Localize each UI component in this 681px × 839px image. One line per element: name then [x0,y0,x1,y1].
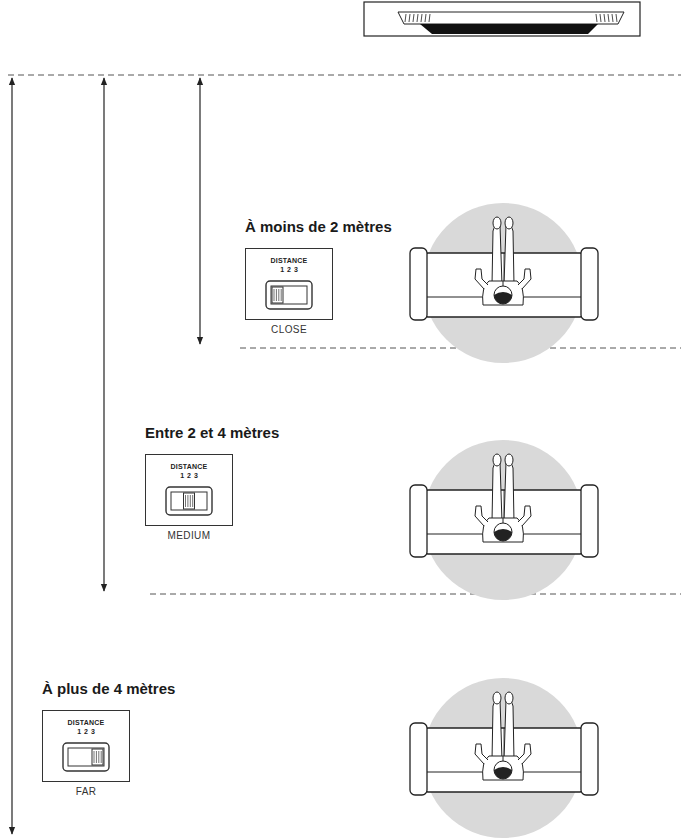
distance-heading: À moins de 2 mètres [245,218,392,235]
switch-track [271,286,307,304]
thumb-grip [274,289,275,301]
reference-line [8,75,681,76]
setting-name: CLOSE [245,324,333,335]
switch-box: DISTANCE 1 2 3 [42,710,130,782]
thumb-grip [98,751,99,763]
thumb-grip [281,289,282,301]
thumb-grip [278,289,279,301]
tv-frame [364,2,640,36]
listener-seat [410,678,598,838]
switch-title: DISTANCE [246,257,332,264]
reference-line [150,594,681,595]
switch-positions: 1 2 3 [43,728,129,735]
distance-arrow [199,78,200,344]
thumb-grip [190,495,191,507]
thumb-grip [187,495,188,507]
switch-housing [63,743,109,771]
listener-seat [410,440,598,600]
slide-switch [165,486,213,516]
switch-title: DISTANCE [43,719,129,726]
setting-name: FAR [42,786,130,797]
thumb-grip [101,751,102,763]
switch-thumb [184,493,195,509]
distance-arrow [11,78,12,834]
distance-heading: À plus de 4 mètres [42,680,175,697]
switch-positions: 1 2 3 [246,266,332,273]
thumb-grip [276,289,277,301]
switch-housing [266,281,312,309]
switch-title: DISTANCE [146,463,232,470]
thumb-grip [185,495,186,507]
slide-switch [62,742,110,772]
distance-arrow [103,78,104,591]
switch-box: DISTANCE 1 2 3 [145,454,233,526]
soundbar-top [398,12,624,24]
thumb-grip [94,751,95,763]
switch-thumb [92,749,103,765]
listener-seat [410,203,598,363]
thumb-grip [96,751,97,763]
distance-heading: Entre 2 et 4 mètres [145,424,279,441]
switch-track [171,492,207,510]
switch-positions: 1 2 3 [146,472,232,479]
distance-setting: À plus de 4 mètresFAR DISTANCE 1 2 3 [42,680,282,810]
switch-thumb [272,287,283,303]
soundbar-front [420,24,598,34]
thumb-grip [192,495,193,507]
slide-switch [265,280,313,310]
soundbar-grille [405,14,617,22]
switch-box: DISTANCE 1 2 3 [245,248,333,320]
distance-setting: Entre 2 et 4 mètresMEDIUM DISTANCE 1 2 3 [145,424,385,554]
switch-track [68,748,104,766]
switch-housing [166,487,212,515]
setting-name: MEDIUM [145,530,233,541]
distance-setting: À moins de 2 mètresCLOSE DISTANCE 1 2 3 [245,218,485,348]
